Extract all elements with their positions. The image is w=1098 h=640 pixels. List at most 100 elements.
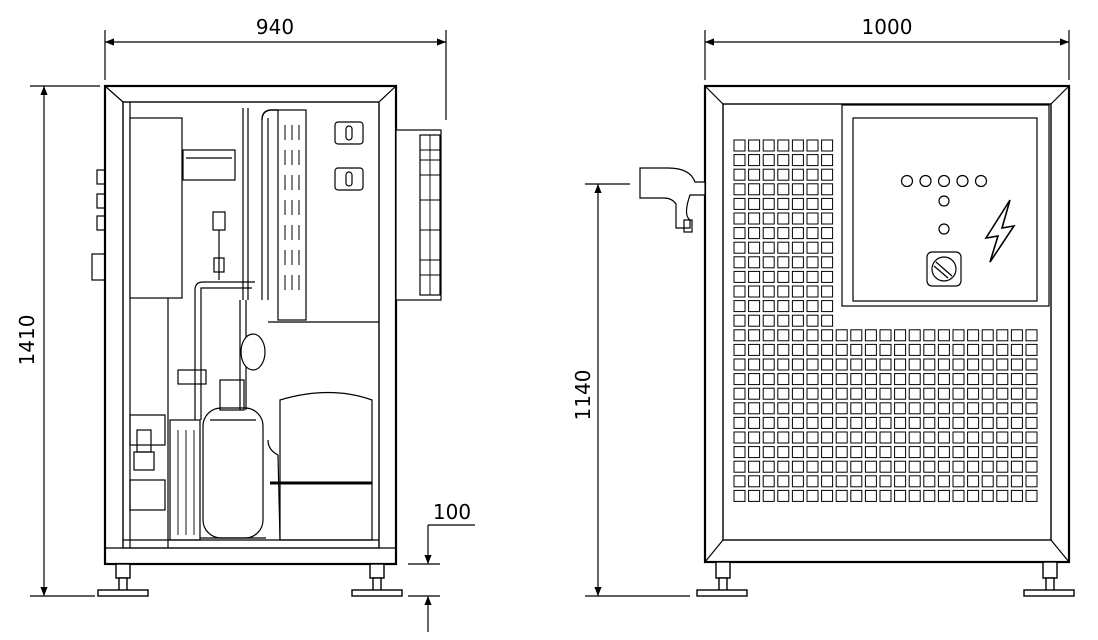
grille-slot <box>821 475 834 488</box>
grille-slot <box>777 197 790 210</box>
grille-slot <box>835 387 848 400</box>
grille-slot <box>791 416 804 429</box>
grille-slot <box>894 343 907 356</box>
grille-slot <box>981 460 994 473</box>
grille-slot <box>777 358 790 371</box>
grille-slot <box>821 285 834 298</box>
grille-slot <box>908 416 921 429</box>
grille-slot <box>791 154 804 167</box>
grille-slot <box>777 446 790 459</box>
grille-slot <box>821 270 834 283</box>
grille-slot <box>791 300 804 313</box>
grille-slot <box>864 460 877 473</box>
grille-slot <box>806 256 819 269</box>
grille-slot <box>967 402 980 415</box>
grille-slot <box>821 241 834 254</box>
grille-slot <box>806 154 819 167</box>
grille-slot <box>762 285 775 298</box>
grille-slot <box>762 460 775 473</box>
grille-slot <box>733 446 746 459</box>
control-panel <box>841 104 1050 307</box>
grille-slot <box>791 256 804 269</box>
grille-slot <box>806 139 819 152</box>
grille-slot <box>791 373 804 386</box>
grille-slot <box>908 402 921 415</box>
grille-slot <box>850 431 863 444</box>
side-view-open-unit <box>91 84 442 566</box>
grille-slot <box>894 416 907 429</box>
grille-slot <box>850 475 863 488</box>
grille-slot <box>777 373 790 386</box>
grille-slot <box>908 329 921 342</box>
grille-slot <box>850 373 863 386</box>
grille-slot <box>821 416 834 429</box>
grille-slot <box>748 373 761 386</box>
grille-slot <box>806 402 819 415</box>
left-width-label: 940 <box>256 15 294 39</box>
grille-slot <box>748 431 761 444</box>
grille-slot <box>791 460 804 473</box>
grille-slot <box>762 489 775 502</box>
grille-slot <box>952 431 965 444</box>
grille-slot <box>806 358 819 371</box>
grille-slot <box>806 241 819 254</box>
grille-slot <box>937 343 950 356</box>
indicator-lamps <box>900 174 988 188</box>
grille-slot <box>733 402 746 415</box>
grille-slot <box>748 300 761 313</box>
grille-slot <box>748 227 761 240</box>
grille-slot <box>733 139 746 152</box>
grille-slot <box>850 489 863 502</box>
grille-slot <box>733 197 746 210</box>
grille-slot <box>923 373 936 386</box>
grille-slot <box>908 489 921 502</box>
grille-slot <box>850 446 863 459</box>
grille-slot <box>777 387 790 400</box>
grille-slot <box>733 227 746 240</box>
grille-slot <box>762 183 775 196</box>
grille-slot <box>981 416 994 429</box>
grille-slot <box>762 416 775 429</box>
grille-slot <box>937 329 950 342</box>
grille-slot <box>762 300 775 313</box>
grille-slot <box>1025 460 1038 473</box>
grille-slot <box>967 431 980 444</box>
right-width-dimension <box>704 30 1070 80</box>
grille-slot <box>879 402 892 415</box>
grille-slot <box>908 431 921 444</box>
grille-slot <box>777 329 790 342</box>
grille-slot <box>777 300 790 313</box>
grille-slot <box>821 387 834 400</box>
grille-slot <box>952 343 965 356</box>
grille-slot <box>748 489 761 502</box>
grille-slot <box>996 343 1009 356</box>
grille-slot <box>967 475 980 488</box>
grille-slot <box>879 431 892 444</box>
grille-slot <box>923 329 936 342</box>
right-height-label: 1140 <box>571 370 595 421</box>
grille-slot <box>733 168 746 181</box>
grille-slot <box>806 460 819 473</box>
indicator-lamp <box>900 174 914 188</box>
grille-slot <box>777 314 790 327</box>
grille-slot <box>1025 446 1038 459</box>
grille-slot <box>967 489 980 502</box>
grille-slot <box>952 460 965 473</box>
receiver-tank <box>279 391 373 541</box>
grille-slot <box>733 373 746 386</box>
grille-slot <box>791 402 804 415</box>
grille-slot <box>996 446 1009 459</box>
grille-slot <box>835 446 848 459</box>
grille-slot <box>733 285 746 298</box>
grille-slot <box>937 446 950 459</box>
grille-slot <box>777 460 790 473</box>
grille-slot <box>791 197 804 210</box>
panel-details <box>926 195 1016 287</box>
grille-slot <box>850 402 863 415</box>
grille-slot <box>864 402 877 415</box>
left-width-dimension <box>104 30 447 120</box>
grille-slot <box>762 168 775 181</box>
right-view-feet <box>696 561 1075 597</box>
grille-slot <box>791 314 804 327</box>
grille-slot <box>806 212 819 225</box>
